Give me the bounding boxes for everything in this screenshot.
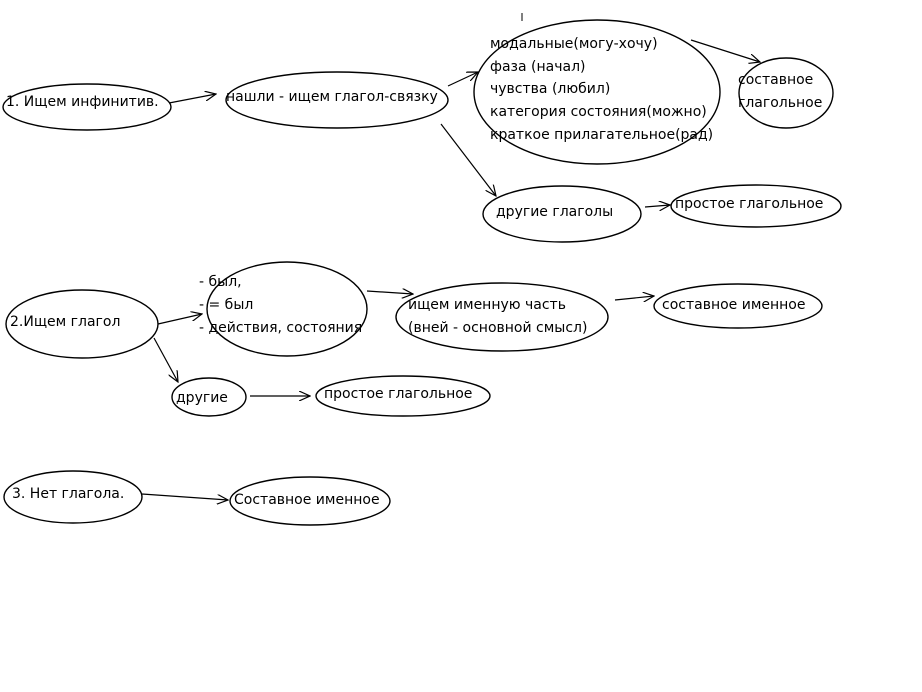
simple-verbal-label-2: простое глагольное <box>324 386 473 402</box>
compound-nominal-label-2: Составное именное <box>234 492 380 508</box>
arrow-step2-to-other <box>153 337 178 382</box>
nominal-part-line2: (вней - основной смысл) <box>408 320 588 336</box>
modal-group-node <box>473 19 721 165</box>
compound-verbal-line2: глагольное <box>738 95 823 111</box>
link-search-label: нашли - ищем глагол-связку <box>226 89 438 105</box>
arrow-other-verbs-to-simple <box>644 205 670 207</box>
compound-nominal-label-1: составное именное <box>662 297 806 313</box>
compound-nominal-node-2 <box>229 476 391 526</box>
step1-label: 1. Ищем инфинитив. <box>6 94 159 110</box>
other-verbs-label: другие глаголы <box>496 204 614 220</box>
modal-item-5: краткое прилагательное(рад) <box>490 127 714 143</box>
arrow-step3-to-result <box>141 493 228 500</box>
byl-item-3: - действия, состояния <box>199 320 363 336</box>
step3-node <box>3 470 143 524</box>
nominal-part-node <box>395 282 609 352</box>
arrow-step1-to-search <box>168 94 216 104</box>
simple-verbal-label-1: простое глагольное <box>675 196 824 212</box>
compound-nominal-node-1 <box>653 283 823 329</box>
link-search-node <box>225 71 449 129</box>
byl-item-2: - = был <box>199 297 254 313</box>
arrow-search-to-modal <box>447 72 478 87</box>
step3-label: 3. Нет глагола. <box>12 486 125 502</box>
modal-item-3: чувства (любил) <box>490 81 611 97</box>
byl-group-node <box>206 261 368 357</box>
other-label: другие <box>176 390 228 406</box>
byl-item-1: - был, <box>199 274 242 290</box>
compound-verbal-line1: составное <box>738 72 814 88</box>
other-node <box>171 377 247 417</box>
modal-item-4: категория состояния(можно) <box>490 104 707 120</box>
simple-verbal-node-2 <box>315 375 491 417</box>
modal-item-1: модальные(могу-хочу) <box>490 36 658 52</box>
compound-verbal-node <box>738 57 834 129</box>
other-verbs-node <box>482 185 642 243</box>
step1-node <box>2 83 172 131</box>
arrow-nominal-to-compound <box>614 296 654 300</box>
arrow-step2-to-byl <box>157 314 202 325</box>
arrow-modal-to-compound <box>690 39 760 62</box>
step2-label: 2.Ищем глагол <box>10 314 121 330</box>
arrow-search-to-other-verbs <box>440 123 496 196</box>
nominal-part-line1: ищем именную часть <box>408 297 566 313</box>
simple-verbal-node-1 <box>670 184 842 228</box>
modal-item-2: фаза (начал) <box>490 59 586 75</box>
arrow-byl-to-nominal <box>366 291 413 294</box>
